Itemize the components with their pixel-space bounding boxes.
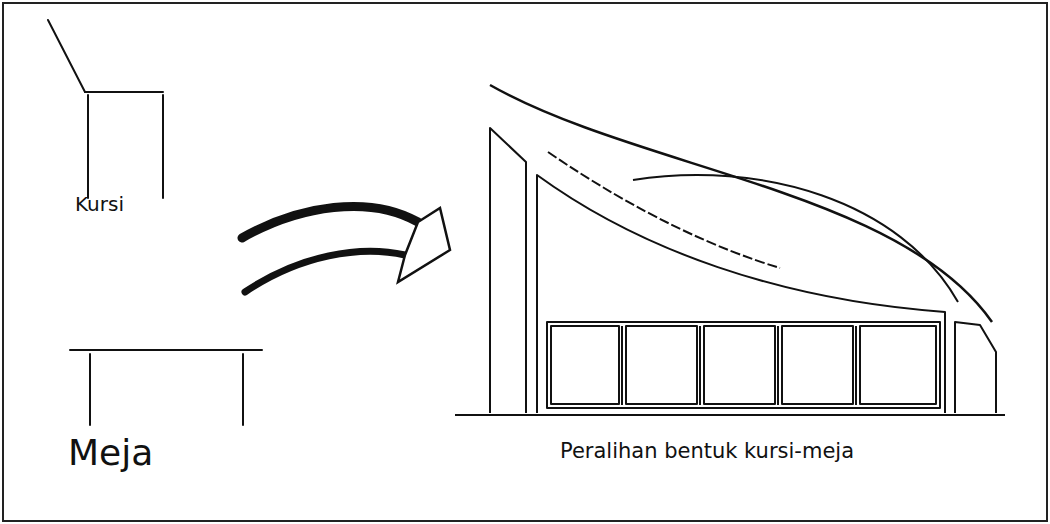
building-sketch [455,85,1005,415]
chair-sketch [48,20,163,198]
caption-label: Peralihan bentuk kursi-meja [560,440,854,463]
transform-arrows [242,206,450,292]
table-sketch [70,350,262,425]
chair-label: Kursi [75,193,124,215]
frame [3,3,1047,521]
table-label: Meja [68,433,153,473]
